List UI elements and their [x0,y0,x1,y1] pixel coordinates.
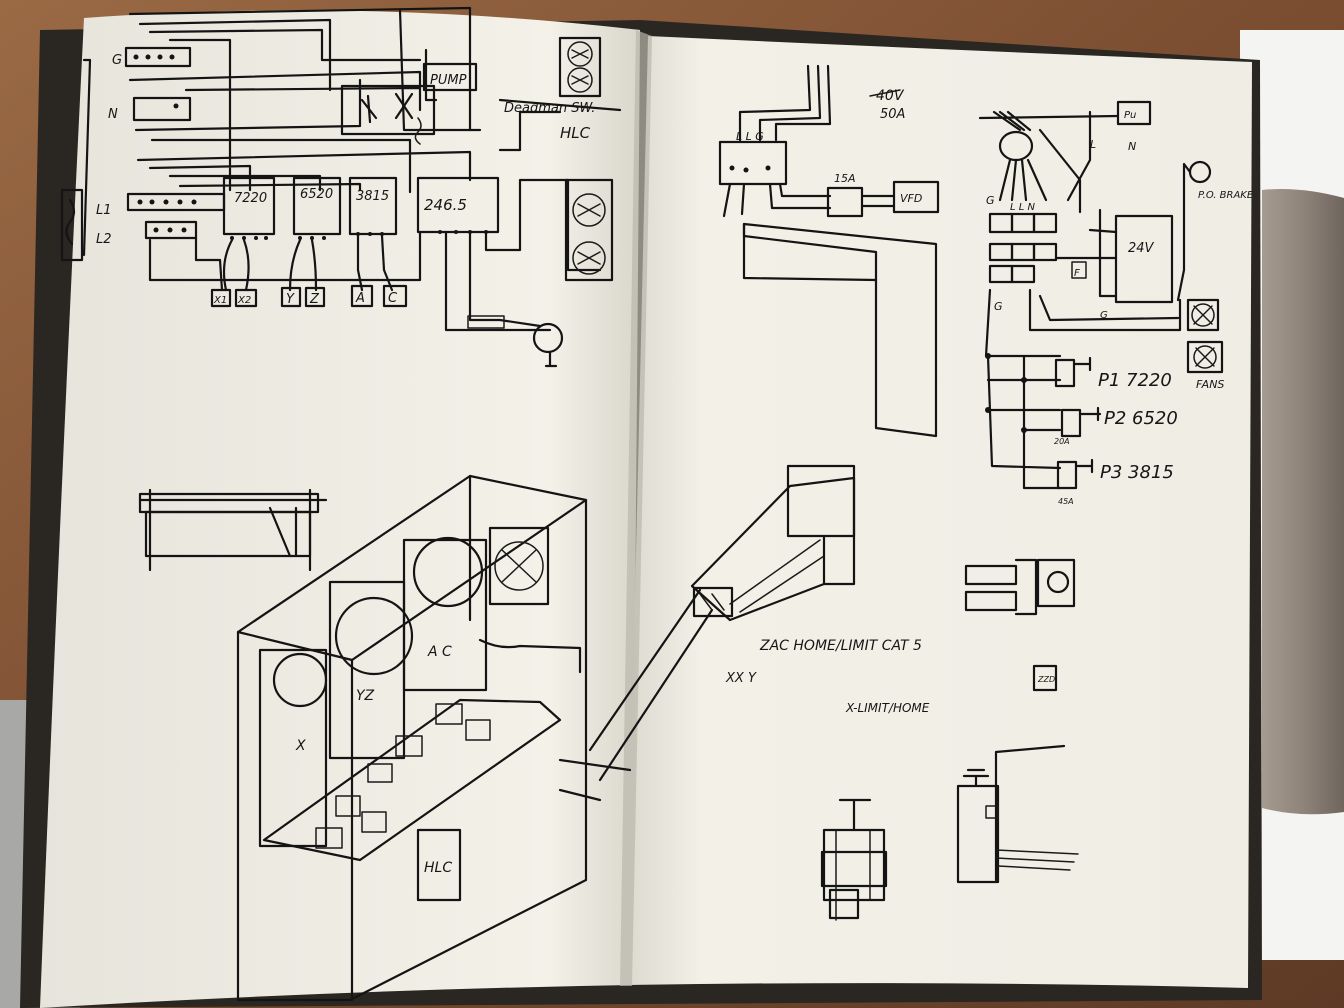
gutter-shadow [620,30,652,986]
driver-7220 [222,176,276,236]
p1-label: P1 7220 [1098,370,1172,391]
fan-icon [1186,298,1220,332]
svg-text:G: G [994,300,1003,313]
left-page [40,10,640,1008]
svg-text:P.O. BRAKE: P.O. BRAKE [1198,190,1254,201]
label-g: G [112,53,122,68]
xxy-note: XX Y [725,671,757,686]
supply-voltage: 40V [876,88,905,104]
svg-text:L L N: L L N [1010,202,1036,213]
svg-text:A C: A C [427,644,452,660]
fan-icon [564,178,614,282]
limit-switch-sketch [820,798,888,921]
xlimit-note: X-LIMIT/HOME [845,701,930,715]
sensor-bracket-sketch [964,558,1076,616]
deadman-switch-label: Deadman SW. [504,101,595,116]
label-n: N [108,107,118,122]
svg-text:C: C [388,291,398,306]
extrusion-sketch [690,464,856,622]
svg-text:N: N [1128,140,1136,153]
svg-text:Z: Z [309,292,320,307]
svg-text:20A: 20A [1054,437,1070,446]
tool-holder-sketch [956,744,1079,884]
svg-text:VFD: VFD [900,192,922,205]
svg-text:L L G: L L G [736,130,764,143]
svg-text:A: A [355,291,365,306]
svg-text:X1: X1 [213,295,227,306]
fan-icon [1186,340,1224,374]
right-page [626,36,1252,988]
fuse-15a [826,186,864,218]
label-l2: L2 [96,232,112,247]
svg-text:6520: 6520 [300,187,333,202]
svg-text:3815: 3815 [356,189,389,204]
svg-text:24V: 24V [1128,241,1155,256]
breaker [718,140,788,186]
svg-text:7220: 7220 [234,191,267,206]
svg-text:15A: 15A [834,172,856,185]
svg-text:X: X [295,738,306,754]
p2-label: P2 6520 [1104,408,1178,429]
pump-label: PUMP [430,73,467,88]
fans-label: FANS [1196,378,1224,391]
driver-6520 [292,176,342,236]
svg-text:ZZD: ZZD [1037,675,1055,684]
fan-icon [558,36,602,98]
left-wiring-diagram: L1 L2 G N PUMP Deadman SW. HLC 7220 [60,6,622,368]
driver-3815 [348,176,398,236]
supply-amps: 50A [880,107,905,122]
pump-box [422,62,478,92]
svg-text:246.5: 246.5 [424,196,467,214]
vfd-box [892,180,940,214]
svg-text:G: G [986,194,995,207]
metal-scraper [1262,189,1344,815]
svg-text:L: L [1090,138,1096,151]
pump-small [1116,100,1152,126]
main-switch [60,188,84,262]
svg-text:G: G [1100,310,1108,321]
svg-text:F: F [1074,268,1080,279]
hlc-box [416,828,462,902]
p3-label: P3 3815 [1100,462,1174,483]
axis-boxes: X1 X2 Y Z A C [210,284,408,308]
hlc-label: HLC [560,124,591,142]
right-wiring-diagram: 40V 50A L L G 15A VFD Pu L N G L L N P.O… [690,64,1254,921]
svg-text:Y: Y [286,292,295,307]
svg-text:Pu: Pu [1124,110,1136,121]
label-l1: L1 [96,203,112,218]
enclosure-sketch: X YZ A C HLC [236,474,714,1002]
svg-text:YZ: YZ [356,688,375,704]
svg-text:45A: 45A [1058,497,1074,506]
small-box [1032,664,1058,692]
svg-text:X2: X2 [237,295,251,306]
rail-sketch [138,488,328,572]
svg-text:HLC: HLC [424,860,452,876]
cat5-note: ZAC HOME/LIMIT CAT 5 [759,638,922,654]
motor-icon [532,322,564,354]
